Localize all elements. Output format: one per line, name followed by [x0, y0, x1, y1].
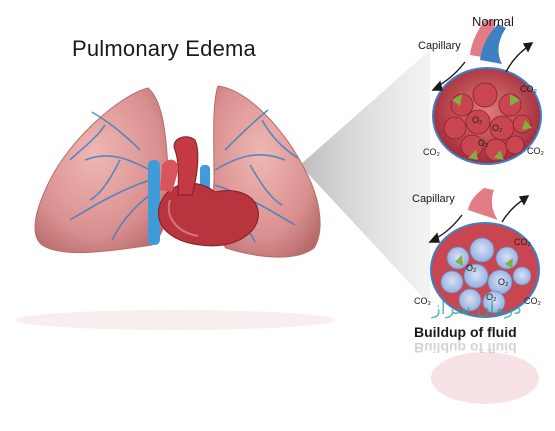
gas-label: O₂ — [498, 277, 509, 287]
gas-label: CO₂ — [414, 296, 431, 306]
capillary-label-edema: Capillary — [412, 193, 455, 205]
gas-label: O₂ — [466, 263, 477, 273]
gas-label: CO₂ — [524, 296, 541, 306]
normal-heading: Normal — [472, 14, 514, 29]
gas-label: CO₂ — [520, 84, 537, 94]
gas-label: O₂ — [478, 138, 489, 148]
diagram-title: Pulmonary Edema — [72, 36, 256, 62]
watermark: درمان سراز — [432, 298, 521, 319]
gas-label: CO₂ — [423, 147, 440, 157]
zoom-cone — [300, 50, 430, 305]
buildup-caption: Buildup of fluid — [414, 324, 517, 340]
pulmonary-trunk — [148, 160, 160, 245]
gas-label: O₂ — [492, 123, 503, 133]
gas-label: CO₂ — [514, 237, 531, 247]
gas-label: CO₂ — [527, 146, 544, 156]
buildup-caption-reflection: Buildup of fluid — [414, 340, 517, 356]
capillary-label-normal: Capillary — [418, 40, 461, 52]
gas-label: O₂ — [472, 115, 483, 125]
